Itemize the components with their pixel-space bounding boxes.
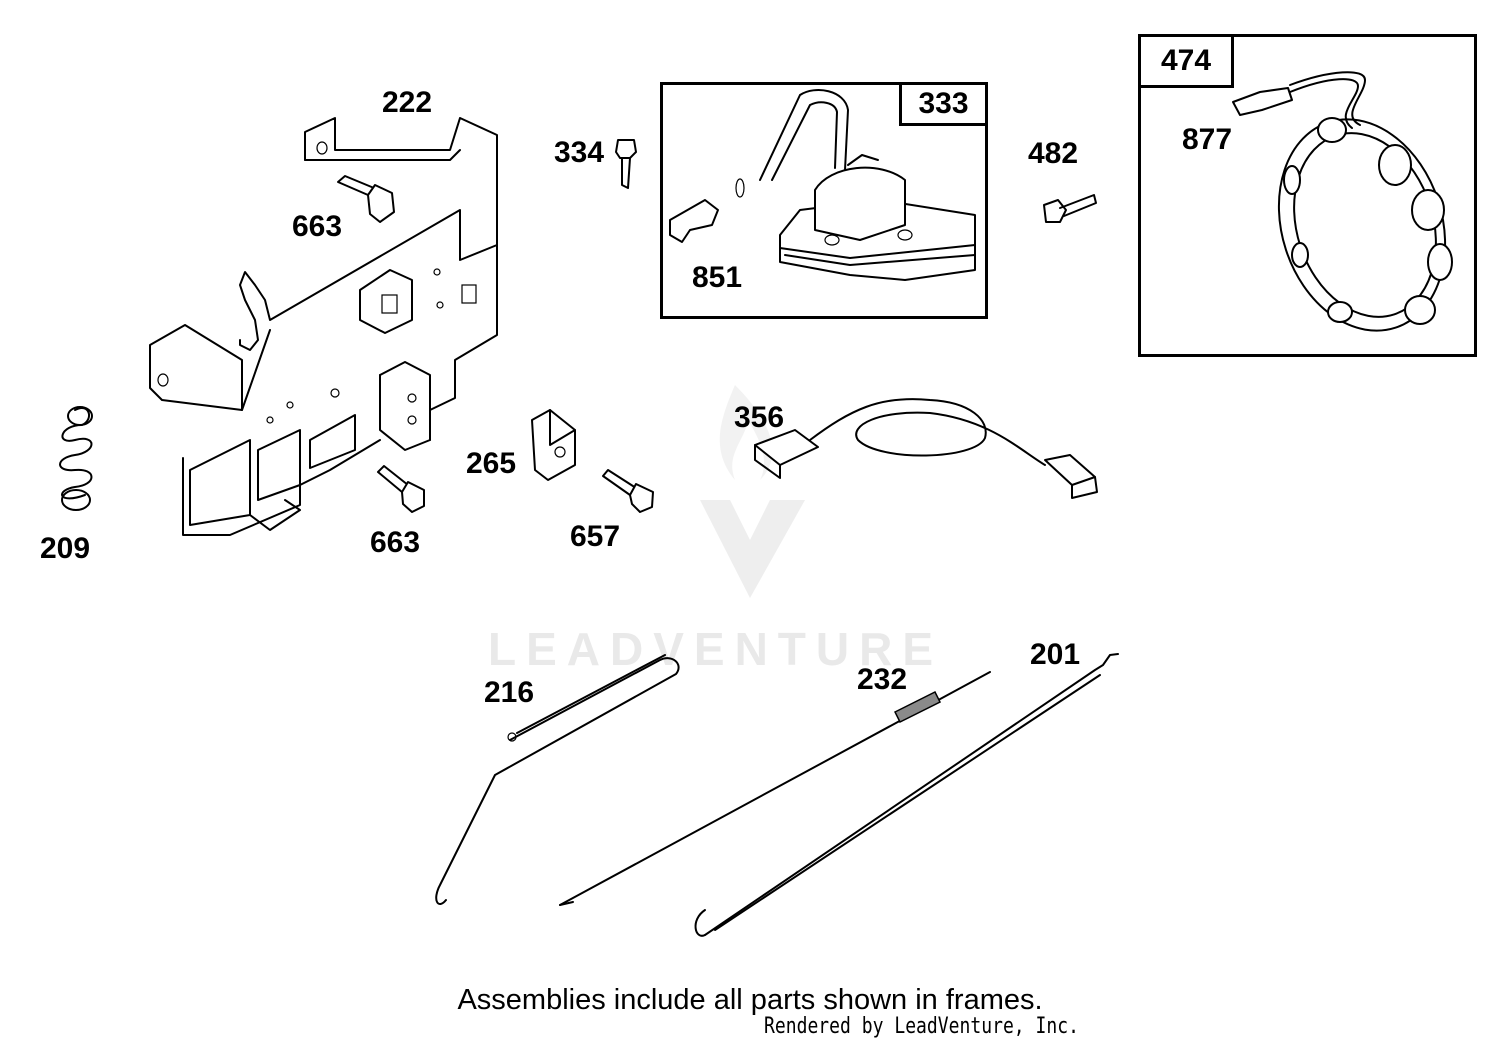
screw-482	[1043, 194, 1097, 223]
watermark-text: LEADVENTURE	[488, 623, 944, 675]
frame-333	[660, 82, 988, 319]
screw-657	[602, 469, 654, 513]
callout-657[interactable]: 657	[570, 520, 621, 553]
alternator-474	[1232, 71, 1453, 332]
frame-label-474: 474	[1138, 34, 1234, 88]
link-201	[694, 653, 1119, 937]
wire-harness-356	[754, 398, 1098, 499]
render-credit: Rendered by LeadVenture, Inc.	[764, 1014, 1079, 1039]
assemblies-footnote: Assemblies include all parts shown in fr…	[457, 984, 1043, 1016]
callout-201[interactable]: 201	[1030, 638, 1081, 671]
screw-663a	[337, 175, 395, 223]
frame-label-333: 333	[899, 82, 988, 126]
callout-265[interactable]: 265	[466, 447, 517, 480]
callout-222[interactable]: 222	[382, 86, 433, 119]
callout-663-bottom[interactable]: 663	[370, 526, 421, 559]
callout-851[interactable]: 851	[692, 261, 743, 294]
spring-209	[59, 406, 93, 511]
clip-265	[531, 409, 576, 481]
armature-333	[669, 89, 976, 281]
callout-356[interactable]: 356	[734, 401, 785, 434]
callout-663-top[interactable]: 663	[292, 210, 343, 243]
frame-474	[1138, 34, 1477, 357]
callout-209[interactable]: 209	[40, 532, 91, 565]
callout-334[interactable]: 334	[554, 136, 605, 169]
screw-663b	[377, 465, 425, 513]
watermark-logo	[700, 385, 805, 598]
callout-216[interactable]: 216	[484, 676, 535, 709]
callout-482[interactable]: 482	[1028, 137, 1079, 170]
governor-link-232	[559, 671, 991, 906]
link-216	[435, 654, 680, 905]
callout-877[interactable]: 877	[1182, 123, 1233, 156]
bracket-222	[149, 117, 498, 536]
callout-232[interactable]: 232	[857, 663, 908, 696]
screw-334	[615, 139, 637, 189]
